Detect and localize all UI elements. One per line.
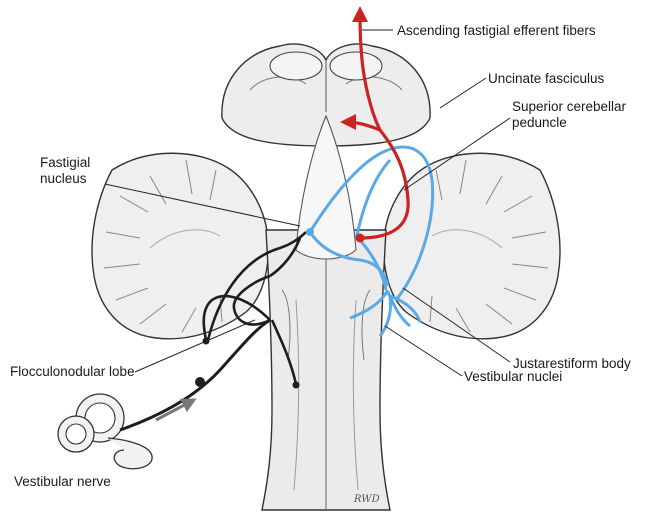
fastigial-efferent-cell <box>356 234 365 243</box>
label-flocculonodular-lobe: Flocculonodular lobe <box>10 364 135 380</box>
label-superior-cerebellar-peduncle-line2: peduncle <box>512 115 567 131</box>
right-cerebellar-hemisphere <box>384 153 560 339</box>
label-superior-cerebellar-peduncle-line1: Superior cerebellar <box>512 99 626 115</box>
fastigial-nucleus-cell <box>306 228 314 236</box>
label-uncinate-fasciculus: Uncinate fasciculus <box>488 71 604 87</box>
label-fastigial-nucleus-line1: Fastigial <box>40 155 90 171</box>
medulla <box>262 230 390 510</box>
left-cerebellar-hemisphere <box>92 153 268 339</box>
nodulus-cell <box>293 382 300 389</box>
leader-uncinate <box>440 78 486 108</box>
label-vestibular-nerve: Vestibular nerve <box>14 474 111 490</box>
inner-ear-labyrinth <box>58 394 152 469</box>
artist-signature: RWD <box>354 494 380 505</box>
label-ascending-fastigial-efferent-fibers: Ascending fastigial efferent fibers <box>397 23 596 39</box>
label-fastigial-nucleus-line2: nucleus <box>40 171 87 187</box>
label-vestibular-nuclei: Vestibular nuclei <box>464 369 562 385</box>
vestibular-ganglion <box>195 377 205 387</box>
